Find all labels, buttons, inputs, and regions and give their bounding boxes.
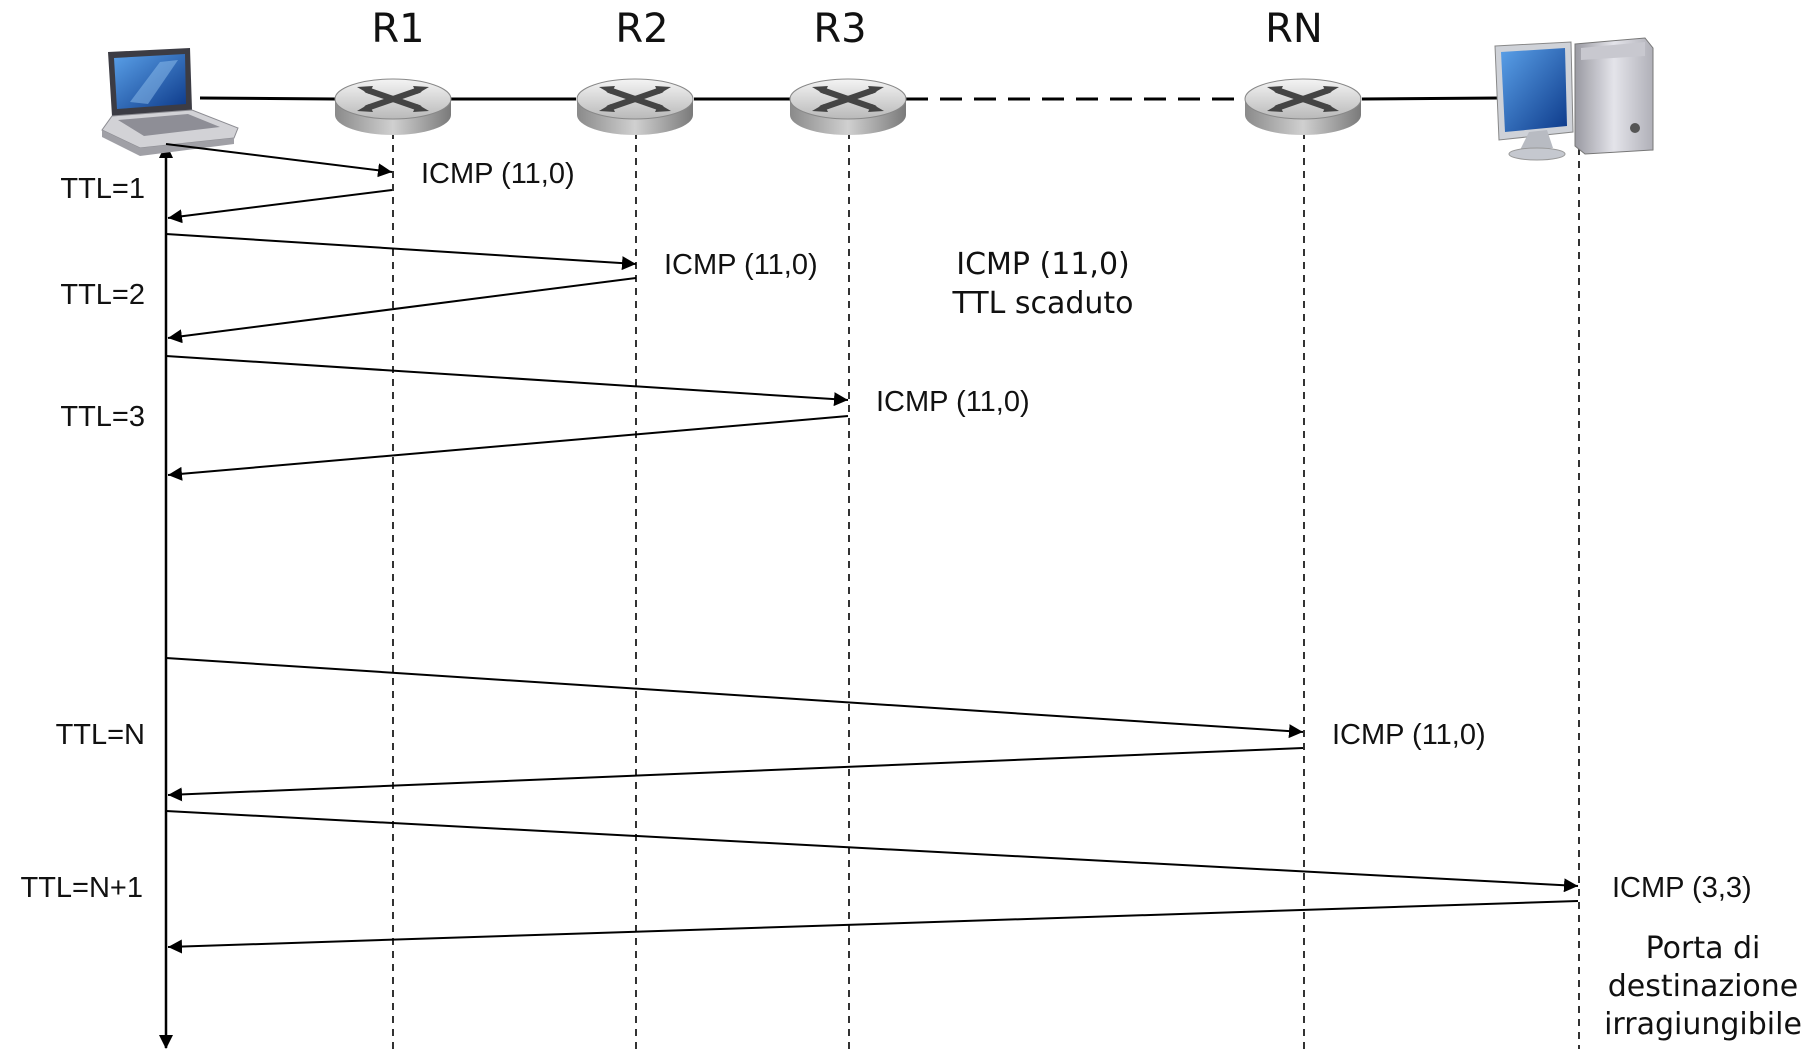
router-r3 — [789, 78, 907, 135]
reply-arrow-ttl-n — [167, 747, 1304, 802]
ttl-label: TTL=3 — [60, 401, 145, 433]
source-timeline — [159, 143, 173, 1049]
router-icon — [789, 78, 907, 135]
router-r2 — [576, 78, 694, 135]
icmp-label: ICMP (11,0) — [876, 386, 1030, 418]
arrowhead-down-icon — [159, 1035, 173, 1049]
unreachable-note: Porta di destinazione irragiungibile — [1604, 931, 1802, 1042]
icmp-label: ICMP (11,0) — [664, 249, 818, 281]
router-label-rn: RN — [1265, 6, 1323, 52]
network-links — [199, 96, 1501, 101]
link-host-r1 — [199, 96, 336, 101]
ttl-label: TTL=N+1 — [21, 872, 144, 904]
router-labels: R1 R2 R3 RN — [371, 6, 1322, 52]
probe-arrow-ttl-3 — [165, 355, 849, 407]
router-icon — [576, 78, 694, 135]
link-rn-dest — [1361, 96, 1501, 101]
unreachable-note-line2: destinazione — [1608, 969, 1799, 1004]
icmp-label: ICMP (3,3) — [1612, 872, 1752, 904]
probe-arrow-ttl-2 — [165, 233, 637, 271]
reply-arrow-ttl-3 — [167, 415, 849, 481]
expired-note-line1: ICMP (11,0) — [956, 247, 1130, 282]
router-label-r3: R3 — [813, 6, 866, 52]
probe-arrow-ttl-1 — [165, 143, 393, 178]
probe-arrow-ttl-n — [165, 657, 1304, 739]
laptop-icon — [101, 48, 239, 156]
timelines — [392, 132, 1580, 1049]
reply-arrow-ttl-2 — [167, 277, 637, 344]
icmp-labels: ICMP (11,0) ICMP (11,0) ICMP (11,0) ICMP… — [421, 158, 1752, 904]
router-r1 — [334, 78, 452, 135]
reply-arrow-ttl-n-plus-1 — [167, 900, 1579, 954]
icmp-label: ICMP (11,0) — [1332, 719, 1486, 751]
router-label-r2: R2 — [615, 6, 668, 52]
unreachable-note-line3: irragiungibile — [1604, 1007, 1802, 1042]
expired-note-line2: TTL scaduto — [951, 286, 1133, 321]
icmp-label: ICMP (11,0) — [421, 158, 575, 190]
router-rn — [1244, 78, 1362, 135]
ttl-label: TTL=N — [56, 719, 145, 751]
unreachable-note-line1: Porta di — [1646, 931, 1761, 966]
router-label-r1: R1 — [371, 6, 424, 52]
probe-arrow-ttl-n-plus-1 — [165, 810, 1579, 893]
ttl-label: TTL=1 — [60, 173, 145, 205]
router-icon — [1244, 78, 1362, 135]
router-icon — [334, 78, 452, 135]
reply-arrow-ttl-1 — [167, 189, 393, 224]
desktop-computer-icon — [1494, 37, 1654, 161]
expired-note: ICMP (11,0) TTL scaduto — [951, 247, 1133, 321]
message-arrows — [165, 143, 1579, 954]
ttl-label: TTL=2 — [60, 279, 145, 311]
ttl-labels: TTL=1 TTL=2 TTL=3 TTL=N TTL=N+1 — [21, 173, 146, 904]
